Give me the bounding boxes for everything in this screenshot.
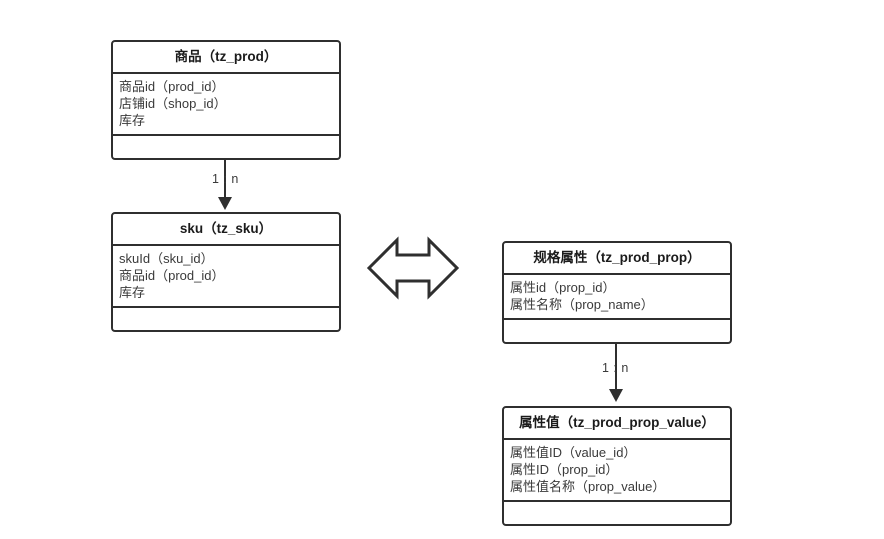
entity-methods-tz-prod-prop-value (504, 502, 730, 524)
entity-attributes-tz-prod-prop: 属性id（prop_id） 属性名称（prop_name） (504, 275, 730, 320)
attribute-row: 库存 (119, 285, 146, 300)
entity-attributes-tz-prod: 商品id（prod_id） 店铺id（shop_id） 库存 (113, 74, 339, 136)
relation-line (224, 146, 226, 198)
entity-box-tz-prod-prop-value[interactable]: 属性值（tz_prod_prop_value） 属性值ID（value_id） … (502, 406, 732, 526)
relation-label-prod-to-sku: 1 : n (212, 172, 239, 186)
relation-line (615, 335, 617, 390)
entity-box-tz-sku[interactable]: sku（tz_sku） skuId（sku_id） 商品id（prod_id） … (111, 212, 341, 332)
attribute-row: 属性id（prop_id） (510, 280, 616, 295)
relation-label-prop-to-prop-value: 1 : n (602, 361, 629, 375)
entity-box-tz-prod[interactable]: 商品（tz_prod） 商品id（prod_id） 店铺id（shop_id） … (111, 40, 341, 160)
entity-title-tz-prod-prop-value: 属性值（tz_prod_prop_value） (504, 408, 730, 440)
attribute-row: 商品id（prod_id） (119, 268, 225, 283)
attribute-row: 属性名称（prop_name） (510, 297, 654, 312)
attribute-row: 商品id（prod_id） (119, 79, 225, 94)
arrow-down-icon (218, 197, 232, 210)
attribute-row: 店铺id（shop_id） (119, 96, 227, 111)
entity-methods-tz-sku (113, 308, 339, 330)
attribute-row: 属性值名称（prop_value） (510, 479, 666, 494)
entity-title-tz-prod-prop: 规格属性（tz_prod_prop） (504, 243, 730, 275)
attribute-row: 属性ID（prop_id） (510, 462, 619, 477)
entity-title-tz-sku: sku（tz_sku） (113, 214, 339, 246)
entity-methods-tz-prod (113, 136, 339, 158)
attribute-row: skuId（sku_id） (119, 251, 214, 266)
entity-attributes-tz-sku: skuId（sku_id） 商品id（prod_id） 库存 (113, 246, 339, 308)
attribute-row: 属性值ID（value_id） (510, 445, 637, 460)
arrow-down-icon (609, 389, 623, 402)
attribute-row: 库存 (119, 113, 146, 128)
entity-box-tz-prod-prop[interactable]: 规格属性（tz_prod_prop） 属性id（prop_id） 属性名称（pr… (502, 241, 732, 344)
entity-title-tz-prod: 商品（tz_prod） (113, 42, 339, 74)
double-headed-arrow-icon (366, 236, 460, 300)
entity-methods-tz-prod-prop (504, 320, 730, 342)
entity-attributes-tz-prod-prop-value: 属性值ID（value_id） 属性ID（prop_id） 属性值名称（prop… (504, 440, 730, 502)
